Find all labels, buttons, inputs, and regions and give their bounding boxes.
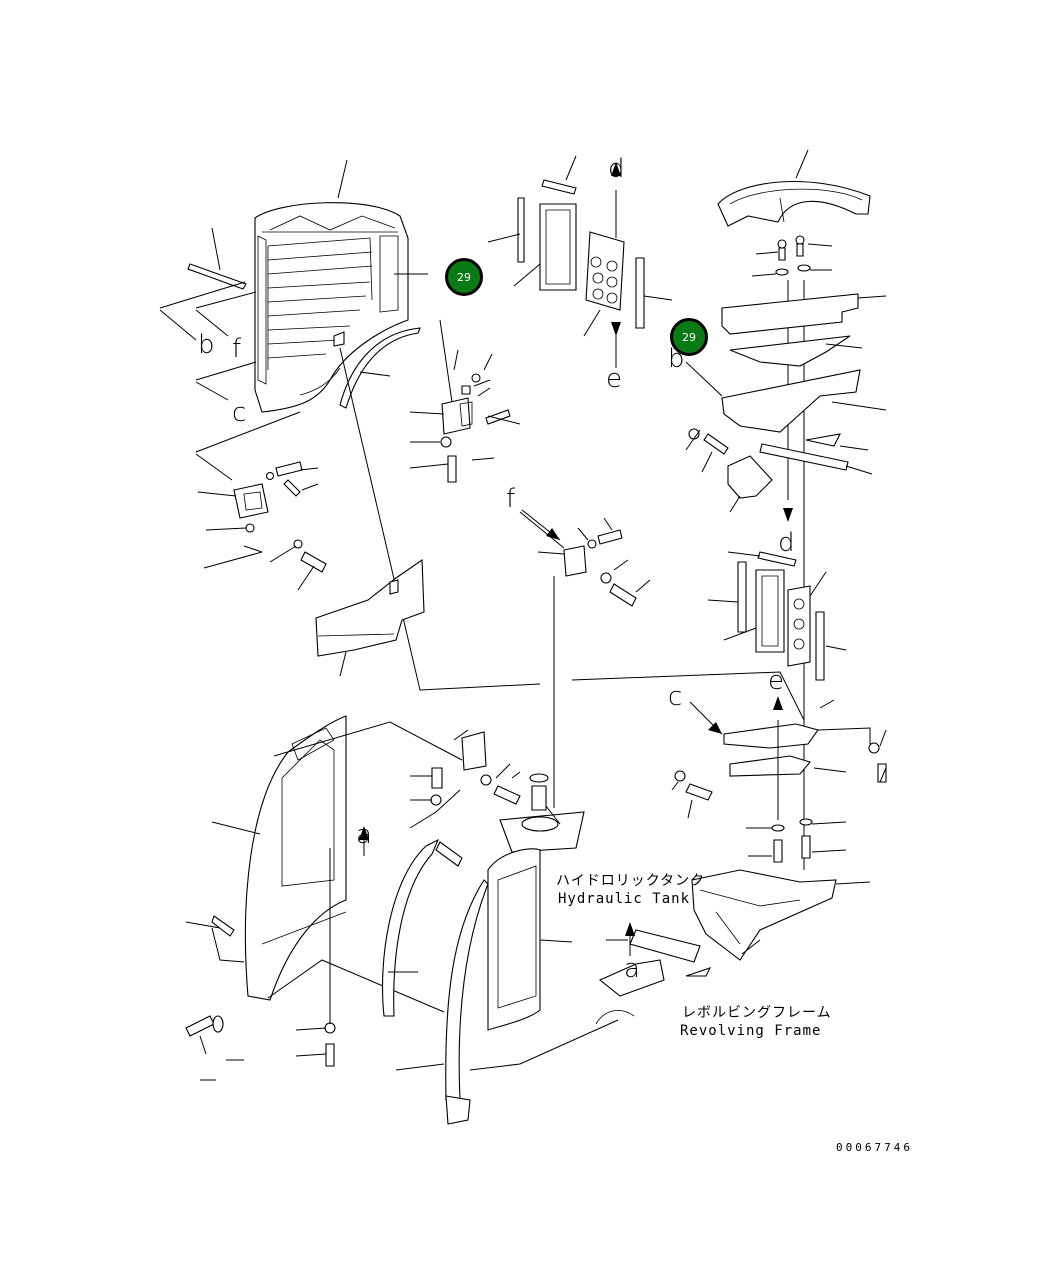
- callout-e-top: e: [606, 364, 622, 394]
- filter-assembly: [517, 179, 645, 329]
- center-bolts: [430, 731, 521, 867]
- right-filter-group: [737, 551, 825, 681]
- grille-cover: [254, 202, 409, 413]
- callout-a-right: a: [624, 954, 640, 984]
- center-strip: [381, 838, 489, 1125]
- callout-d-right: d: [778, 528, 795, 558]
- leaders-upper-left: [159, 159, 541, 691]
- callout-e-right: e: [768, 666, 784, 696]
- hydraulic-tank-jp-label: ハイドロリックタンク: [556, 873, 706, 889]
- center-hinge: [563, 529, 637, 607]
- callout-f-left: f: [232, 334, 242, 364]
- hydraulic-tank-en-label: Hydraulic Tank: [558, 891, 691, 907]
- callout-badge-29-center[interactable]: 29: [445, 258, 483, 296]
- small-bracket-center: [440, 373, 511, 483]
- document-number: 00067746: [836, 1141, 913, 1154]
- top-right-cover: [717, 181, 871, 276]
- callout-b-left: b: [198, 330, 215, 360]
- right-plates: [688, 293, 861, 499]
- curved-strip: [339, 327, 421, 409]
- callout-b-right: b: [668, 344, 685, 374]
- revolving-frame: [595, 869, 837, 1025]
- right-lower-plates: [674, 723, 887, 863]
- side-door-left: [244, 715, 347, 1001]
- callout-badge-29-right[interactable]: 29: [670, 318, 708, 356]
- callout-f-center: f: [506, 484, 516, 514]
- side-panel-piece: [315, 558, 425, 677]
- hook-rod: [187, 263, 247, 290]
- tank-filler: [499, 773, 585, 853]
- revolving-frame-en-label: Revolving Frame: [680, 1023, 822, 1039]
- revolving-frame-jp-label: レボルビングフレーム: [682, 1005, 832, 1021]
- callout-d-top: d: [608, 154, 625, 184]
- lower-left-bolts: [185, 1015, 336, 1067]
- callout-a-left: a: [356, 820, 372, 850]
- callout-arrows: [521, 509, 723, 735]
- callout-c-left: c: [232, 398, 247, 428]
- rear-panel-right: [487, 848, 541, 1031]
- callout-c-right: c: [668, 682, 683, 712]
